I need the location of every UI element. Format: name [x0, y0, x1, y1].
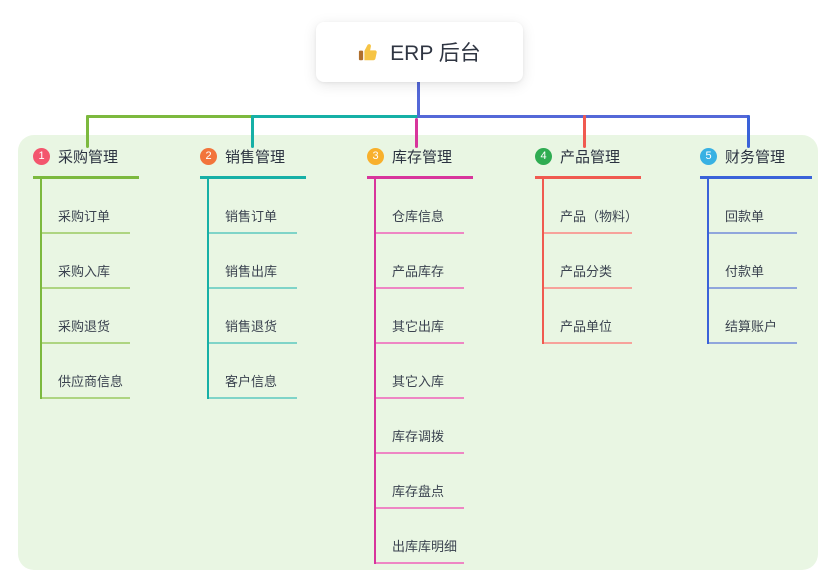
child-node[interactable]: 销售出库: [209, 234, 297, 289]
branch-index-badge: 4: [535, 148, 552, 165]
root-label: ERP 后台: [390, 42, 481, 65]
branch-sales: 2 销售管理 销售订单 销售出库 销售退货 客户信息: [200, 146, 306, 399]
branch-children-inventory: 仓库信息 产品库存 其它出库 其它入库 库存调拨 库存盘点 出库库明细: [374, 179, 464, 564]
branch-index-badge: 3: [367, 148, 384, 165]
branch-label: 财务管理: [725, 149, 786, 166]
connector-drop-product: [583, 115, 586, 148]
child-node[interactable]: 其它出库: [376, 289, 464, 344]
child-node[interactable]: 供应商信息: [42, 344, 130, 399]
connector-root-stem: [417, 82, 420, 118]
branch-children-finance: 回款单 付款单 结算账户: [707, 179, 797, 344]
branch-label: 产品管理: [560, 149, 621, 166]
branch-index-badge: 5: [700, 148, 717, 165]
branch-node-product[interactable]: 4 产品管理: [535, 146, 641, 179]
branch-inventory: 3 库存管理 仓库信息 产品库存 其它出库 其它入库 库存调拨 库存盘点 出库库…: [367, 146, 473, 564]
branch-children-purchase: 采购订单 采购入库 采购退货 供应商信息: [40, 179, 130, 399]
child-node[interactable]: 付款单: [709, 234, 797, 289]
connector-drop-sales: [251, 115, 254, 148]
branch-node-purchase[interactable]: 1 采购管理: [33, 146, 139, 179]
connector-drop-inventory: [415, 118, 418, 148]
branch-children-sales: 销售订单 销售出库 销售退货 客户信息: [207, 179, 297, 399]
child-node[interactable]: 其它入库: [376, 344, 464, 399]
child-node[interactable]: 客户信息: [209, 344, 297, 399]
child-node[interactable]: 产品单位: [544, 289, 632, 344]
branch-index-badge: 1: [33, 148, 50, 165]
child-node[interactable]: 库存调拨: [376, 399, 464, 454]
branch-purchase: 1 采购管理 采购订单 采购入库 采购退货 供应商信息: [33, 146, 139, 399]
child-node[interactable]: 采购入库: [42, 234, 130, 289]
branch-label: 采购管理: [58, 149, 119, 166]
child-node[interactable]: 销售订单: [209, 179, 297, 234]
branch-node-sales[interactable]: 2 销售管理: [200, 146, 306, 179]
branch-node-inventory[interactable]: 3 库存管理: [367, 146, 473, 179]
connector-drop-purchase: [86, 115, 89, 148]
mindmap-canvas: [18, 135, 818, 570]
child-node[interactable]: 仓库信息: [376, 179, 464, 234]
child-node[interactable]: 出库库明细: [376, 509, 464, 564]
connector-drop-finance: [747, 115, 750, 148]
branch-product: 4 产品管理 产品（物料） 产品分类 产品单位: [535, 146, 641, 344]
branch-label: 销售管理: [225, 149, 286, 166]
child-node[interactable]: 回款单: [709, 179, 797, 234]
branch-finance: 5 财务管理 回款单 付款单 结算账户: [700, 146, 812, 344]
root-node[interactable]: ERP 后台: [316, 22, 523, 82]
branch-label: 库存管理: [392, 149, 453, 166]
connector-bus-sales: [251, 115, 419, 118]
branch-node-finance[interactable]: 5 财务管理: [700, 146, 812, 179]
child-node[interactable]: 采购退货: [42, 289, 130, 344]
child-node[interactable]: 产品分类: [544, 234, 632, 289]
child-node[interactable]: 库存盘点: [376, 454, 464, 509]
child-node[interactable]: 销售退货: [209, 289, 297, 344]
branch-children-product: 产品（物料） 产品分类 产品单位: [542, 179, 638, 344]
child-node[interactable]: 产品库存: [376, 234, 464, 289]
connector-bus-purchase: [86, 115, 254, 118]
child-node[interactable]: 结算账户: [709, 289, 797, 344]
child-node[interactable]: 采购订单: [42, 179, 130, 234]
branch-index-badge: 2: [200, 148, 217, 165]
child-node[interactable]: 产品（物料）: [544, 179, 638, 234]
thumbs-up-icon: [358, 41, 380, 63]
